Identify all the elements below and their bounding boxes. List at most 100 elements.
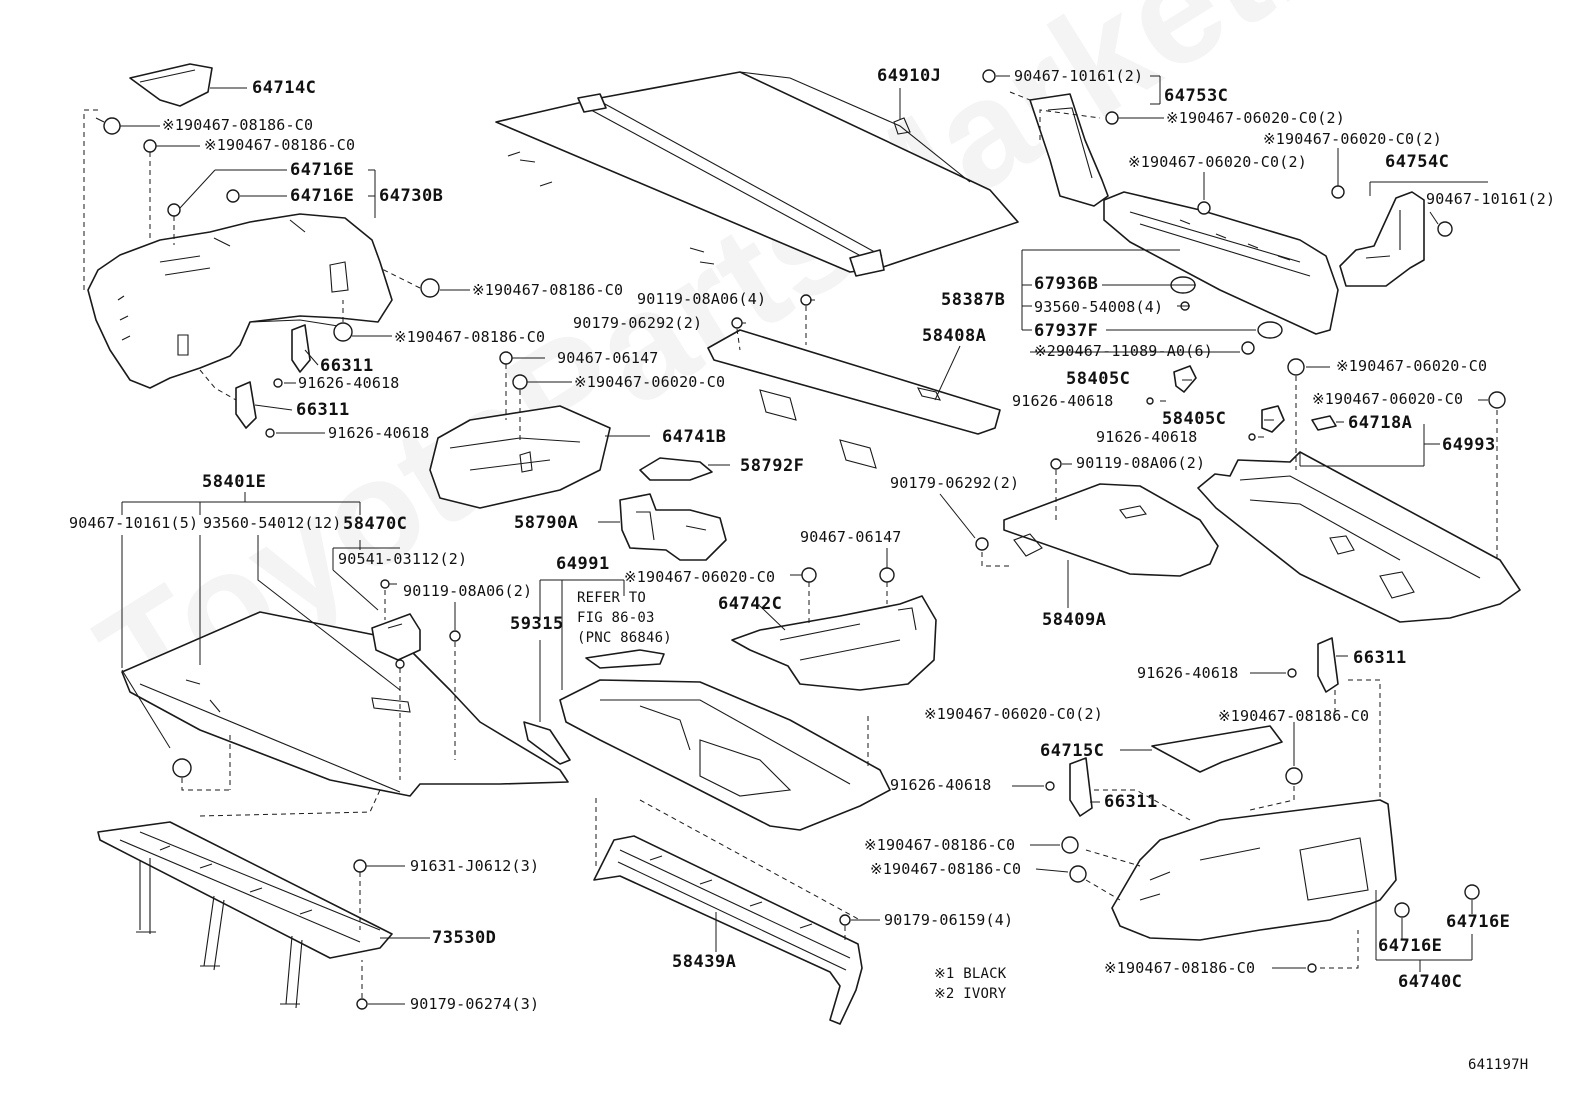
label-64716e-a: 64716E bbox=[290, 160, 355, 180]
label-64742c: 64742C bbox=[718, 594, 783, 614]
label-64716e-b: 64716E bbox=[290, 186, 355, 206]
panel-59315-drawing bbox=[523, 721, 571, 765]
label-58792f: 58792F bbox=[740, 456, 805, 476]
label-67936b: 67936B bbox=[1034, 274, 1099, 294]
label-clip-90541: 90541-03112(2) bbox=[338, 550, 468, 568]
label-58790a: 58790A bbox=[514, 513, 579, 533]
bracket-58470c-drawing bbox=[371, 613, 421, 661]
label-66311-c: 66311 bbox=[1353, 648, 1407, 668]
label-clip-08186-d: ※190467-08186-C0 bbox=[394, 328, 546, 346]
label-64715c: 64715C bbox=[1040, 741, 1105, 761]
label-64741b: 64741B bbox=[662, 427, 727, 447]
label-bolt-91626-e: 91626-40618 bbox=[1137, 664, 1239, 682]
strap-58792f-drawing bbox=[639, 457, 713, 481]
label-clip-90179-06274: 90179-06274(3) bbox=[410, 995, 540, 1013]
tonneau-cover-drawing bbox=[495, 71, 1019, 277]
label-clip-08186-c: ※190467-08186-C0 bbox=[472, 281, 624, 299]
label-bolt-91626-c: 91626-40618 bbox=[1012, 392, 1114, 410]
label-clip-08186-b: ※190467-08186-C0 bbox=[204, 136, 356, 154]
label-clip-90467-06147-b: 90467-06147 bbox=[800, 528, 902, 546]
label-bolt-91626-f: 91626-40618 bbox=[890, 776, 992, 794]
label-clip-90467-10161-top: 90467-10161(2) bbox=[1014, 67, 1144, 85]
bin-64742c-drawing bbox=[731, 595, 937, 691]
left-mid-clips bbox=[172, 579, 461, 778]
frame-73530d-drawing bbox=[97, 821, 393, 1009]
board-58409a-drawing bbox=[1003, 483, 1219, 577]
label-bolt-91626-b: 91626-40618 bbox=[328, 424, 430, 442]
label-64910j: 64910J bbox=[877, 66, 942, 86]
label-64740c: 64740C bbox=[1398, 972, 1463, 992]
label-clip-06020-a: ※190467-06020-C0(2) bbox=[1166, 109, 1345, 127]
label-clip-06020-d: ※190467-06020-C0 bbox=[574, 373, 726, 391]
label-66311-a: 66311 bbox=[320, 356, 374, 376]
reference-note-line3: (PNC 86846) bbox=[577, 630, 672, 646]
label-64753c: 64753C bbox=[1164, 86, 1229, 106]
label-clip-06020-h: ※190467-06020-C0(2) bbox=[924, 705, 1103, 723]
label-clip-93560-54012: 93560-54012(12) bbox=[203, 514, 342, 532]
bracket-86846-drawing bbox=[585, 649, 665, 669]
label-66311-d: 66311 bbox=[1104, 792, 1158, 812]
label-clip-06020-g: ※190467-06020-C0 bbox=[624, 568, 776, 586]
label-64716e-d: 64716E bbox=[1378, 936, 1443, 956]
label-bolt-91626-a: 91626-40618 bbox=[298, 374, 400, 392]
label-clip-08186-a: ※190467-08186-C0 bbox=[162, 116, 314, 134]
left-quarter-trim-drawing bbox=[87, 213, 393, 389]
label-clip-90179-a: 90179-06292(2) bbox=[573, 314, 703, 332]
label-58439a: 58439A bbox=[672, 952, 737, 972]
label-clip-08186-f: ※190467-08186-C0 bbox=[864, 836, 1016, 854]
rail-58439a-drawing bbox=[593, 835, 863, 1025]
figure-code: 641197H bbox=[1468, 1057, 1529, 1073]
label-clip-08186-h: ※190467-08186-C0 bbox=[1104, 959, 1256, 977]
label-58408a: 58408A bbox=[922, 326, 987, 346]
label-clip-90467-06147-a: 90467-06147 bbox=[557, 349, 659, 367]
reference-note-line1: REFER TO bbox=[577, 590, 647, 606]
label-clip-90467-10161-right: 90467-10161(2) bbox=[1426, 190, 1556, 208]
label-clip-08186-g: ※190467-08186-C0 bbox=[870, 860, 1022, 878]
label-clip-06020-c: ※190467-06020-C0(2) bbox=[1128, 153, 1307, 171]
tray-64991-drawing bbox=[559, 679, 891, 831]
cover-64715c-drawing bbox=[1151, 725, 1283, 773]
label-66311-b: 66311 bbox=[296, 400, 350, 420]
hook-66311-lower bbox=[1069, 637, 1339, 817]
legend-ivory: ※2 IVORY bbox=[934, 986, 1007, 1002]
label-clip-290467-11089: ※290467-11089-A0(6) bbox=[1034, 342, 1213, 360]
right-mid-clips bbox=[975, 358, 1506, 551]
label-clip-93560-54008: 93560-54008(4) bbox=[1034, 298, 1164, 316]
label-58405c-a: 58405C bbox=[1066, 369, 1131, 389]
holder-58790a-drawing bbox=[619, 493, 727, 561]
lower-right-clips bbox=[1045, 668, 1480, 973]
label-clip-06020-f: ※190467-06020-C0 bbox=[1312, 390, 1464, 408]
label-clip-06020-b: ※190467-06020-C0(2) bbox=[1263, 130, 1442, 148]
right-quarter-trim-drawing bbox=[1111, 799, 1397, 941]
label-58401e: 58401E bbox=[202, 472, 267, 492]
label-clip-90179-06159: 90179-06159(4) bbox=[884, 911, 1014, 929]
tray-64993-drawing bbox=[1197, 451, 1521, 623]
label-64993: 64993 bbox=[1442, 435, 1496, 455]
label-clip-08186-e: ※190467-08186-C0 bbox=[1218, 707, 1370, 725]
label-64716e-c: 64716E bbox=[1446, 912, 1511, 932]
label-clip-90119-b: 90119-08A06(2) bbox=[1076, 454, 1206, 472]
label-64991: 64991 bbox=[556, 554, 610, 574]
cover-64714c-drawing bbox=[129, 63, 213, 107]
label-58409a: 58409A bbox=[1042, 610, 1107, 630]
deck-board-58408a-drawing bbox=[707, 329, 1001, 469]
left-hooks-66311 bbox=[235, 324, 311, 429]
label-64718a: 64718A bbox=[1348, 413, 1413, 433]
label-clip-90467-10161-5: 90467-10161(5) bbox=[69, 514, 199, 532]
label-59315: 59315 bbox=[510, 614, 564, 634]
label-clip-06020-e: ※190467-06020-C0 bbox=[1336, 357, 1488, 375]
scuff-plate-58387b-drawing bbox=[1103, 191, 1339, 335]
label-64754c: 64754C bbox=[1385, 152, 1450, 172]
label-clip-90119-c: 90119-08A06(2) bbox=[403, 582, 533, 600]
label-73530d: 73530D bbox=[432, 928, 497, 948]
left-clips bbox=[95, 117, 440, 438]
reference-note-line2: FIG 86-03 bbox=[577, 610, 655, 626]
label-64730b: 64730B bbox=[379, 186, 444, 206]
label-67937f: 67937F bbox=[1034, 321, 1099, 341]
label-clip-90119-a: 90119-08A06(4) bbox=[637, 290, 767, 308]
pillar-trim-64753c-drawing bbox=[1029, 93, 1109, 207]
label-bolt-91626-d: 91626-40618 bbox=[1096, 428, 1198, 446]
label-clip-91631: 91631-J0612(3) bbox=[410, 857, 540, 875]
